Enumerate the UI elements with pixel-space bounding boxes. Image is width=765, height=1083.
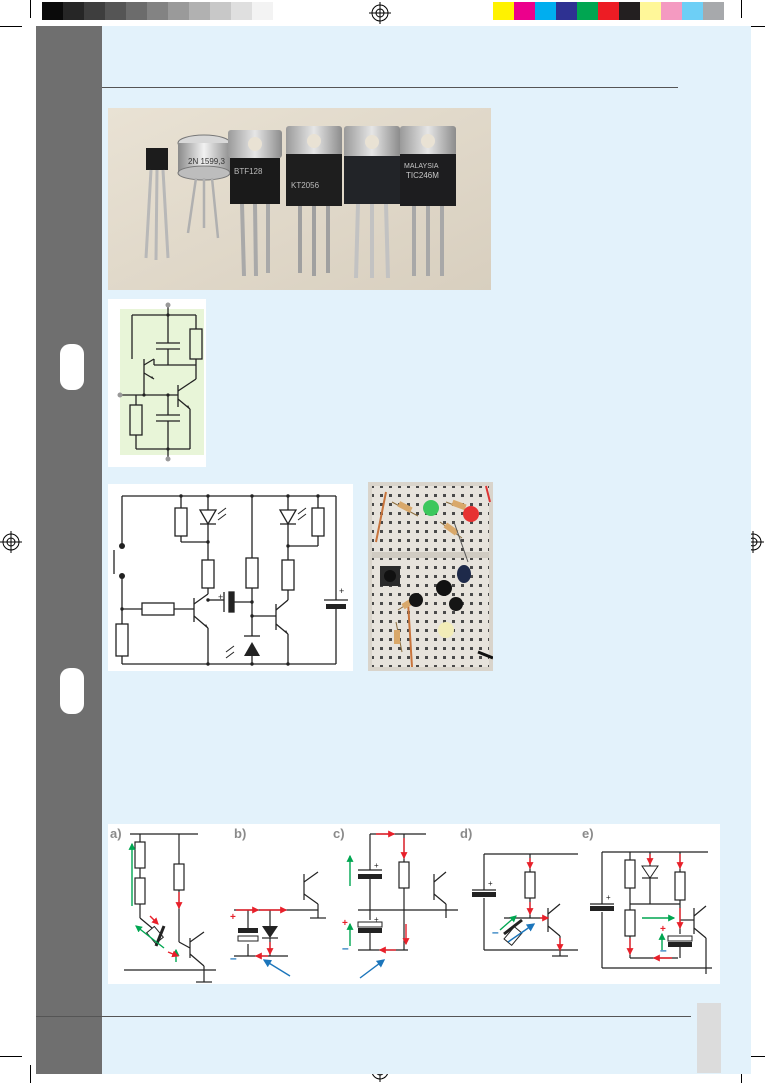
- to220-transistor-3: [344, 126, 400, 279]
- color-bar-swatch: [640, 2, 661, 20]
- grayscale-bar-swatch: [105, 2, 126, 20]
- to220-4-label-2: TIC246M: [406, 171, 439, 180]
- panel-label-d: d): [460, 826, 473, 841]
- grayscale-bar-swatch: [231, 2, 252, 20]
- sidebar-tab-lower: [60, 668, 84, 714]
- diagram-d: [472, 853, 578, 957]
- sidebar-tab-upper: [60, 344, 84, 390]
- panel-label-c: c): [333, 826, 345, 841]
- diagram-a: [124, 833, 216, 983]
- diagram-b: [234, 871, 326, 957]
- svg-text:+: +: [488, 879, 493, 888]
- color-bar-swatch: [535, 2, 556, 20]
- svg-text:+: +: [606, 893, 611, 902]
- svg-text:–: –: [492, 925, 499, 939]
- color-bar-swatch: [577, 2, 598, 20]
- color-bar-swatch: [493, 2, 514, 20]
- grayscale-bar-swatch: [252, 2, 273, 20]
- sidebar: [36, 26, 102, 1074]
- panel-label-b: b): [234, 826, 247, 841]
- color-bar-swatch: [514, 2, 535, 20]
- grayscale-bar-swatch: [168, 2, 189, 20]
- grayscale-bar-swatch: [42, 2, 63, 20]
- color-bar-swatch: [556, 2, 577, 20]
- svg-text:–: –: [230, 951, 237, 965]
- svg-text:+: +: [230, 912, 236, 923]
- grayscale-bar-swatch: [147, 2, 168, 20]
- svg-text:–: –: [660, 943, 667, 957]
- header-rule: [102, 87, 678, 88]
- current-flow-diagrams-panel: [108, 824, 720, 984]
- page-number-box: [697, 1003, 721, 1073]
- to39-label: 2N 1599,3: [188, 157, 225, 166]
- svg-text:+: +: [660, 924, 666, 935]
- grayscale-bar-swatch: [126, 2, 147, 20]
- to220-transistor-1: BTF128: [228, 130, 282, 277]
- svg-text:+: +: [339, 586, 344, 596]
- color-bar-swatch: [598, 2, 619, 20]
- panel-label-a: a): [110, 826, 122, 841]
- color-bar-swatch: [703, 2, 724, 20]
- two-transistor-schematic: [117, 302, 204, 462]
- svg-text:+: +: [374, 915, 379, 924]
- panel-label-e: e): [582, 826, 594, 841]
- to92-transistor: [144, 148, 170, 261]
- grayscale-bar-swatch: [210, 2, 231, 20]
- footer-rule: [36, 1016, 691, 1017]
- svg-text:+: +: [374, 861, 379, 870]
- grayscale-bar-swatch: [84, 2, 105, 20]
- led-circuit-schematic: + +: [113, 494, 348, 666]
- to220-4-label-1: MALAYSIA: [404, 163, 439, 170]
- registration-mark-left: [0, 531, 22, 553]
- to39-transistor: 2N 1599,3: [177, 134, 231, 239]
- svg-text:+: +: [342, 918, 348, 929]
- transistor-photo: 2N 1599,3 BTF128 KT2056 MALAYSIA: [108, 108, 491, 290]
- breadboard-photo: [368, 482, 493, 671]
- grayscale-bar-swatch: [63, 2, 84, 20]
- registration-mark-top: [369, 2, 391, 24]
- to220-1-label: BTF128: [234, 167, 263, 176]
- svg-text:+: +: [218, 592, 223, 602]
- current-flow-diagrams: + – + + + –: [124, 830, 712, 983]
- svg-text:–: –: [342, 941, 349, 955]
- to220-transistor-2: KT2056: [286, 126, 342, 276]
- grayscale-bar-swatch: [189, 2, 210, 20]
- color-bar-swatch: [619, 2, 640, 20]
- to220-transistor-4: MALAYSIA TIC246M: [400, 126, 456, 276]
- to220-2-label: KT2056: [291, 181, 320, 190]
- color-bar-swatch: [682, 2, 703, 20]
- color-bar-swatch: [661, 2, 682, 20]
